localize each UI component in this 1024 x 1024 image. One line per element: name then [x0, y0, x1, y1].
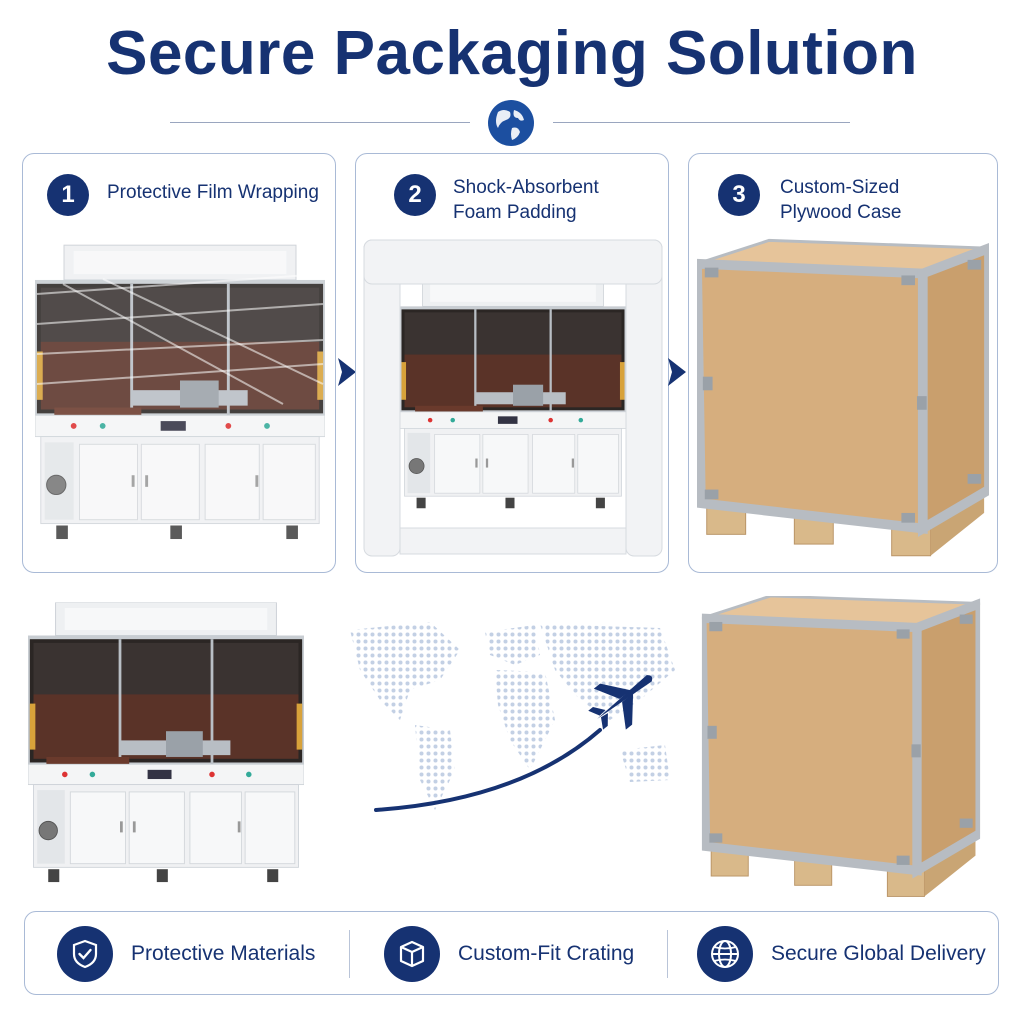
step-label: Custom-Sized Plywood Case: [780, 175, 901, 225]
film-wrapped-machine-image: [35, 240, 325, 550]
feature-protective-materials: Protective Materials: [57, 912, 315, 996]
step-card-foam-padding: 2 Shock-Absorbent Foam Padding: [355, 153, 669, 573]
feature-custom-fit-crating: Custom-Fit Crating: [384, 912, 634, 996]
step-label-line: Plywood Case: [780, 202, 902, 223]
title-divider-left: [170, 122, 470, 123]
step-label: Protective Film Wrapping: [107, 182, 319, 203]
shield-check-icon: [57, 926, 113, 982]
step-number-badge: 2: [394, 174, 436, 216]
flight-path: [374, 728, 602, 812]
title-divider-right: [553, 122, 850, 123]
step-label-line: Foam Padding: [453, 202, 577, 223]
foam-padded-machine-image: [363, 239, 663, 557]
step-label: Shock-Absorbent Foam Padding: [453, 175, 599, 225]
step-card-plywood-case: 3 Custom-Sized Plywood Case: [688, 153, 998, 573]
features-bar: Protective Materials Custom-Fit Crating …: [24, 911, 999, 995]
feature-secure-global-delivery: Secure Global Delivery: [697, 912, 986, 996]
chevron-right-icon: [668, 358, 686, 386]
step-card-film-wrapping: 1 Protective Film Wrapping: [22, 153, 336, 573]
globe-icon: [697, 926, 753, 982]
chevron-right-icon: [338, 358, 356, 386]
box-icon: [384, 926, 440, 982]
airplane-icon: [588, 675, 653, 730]
world-map: [350, 622, 675, 810]
globe-icon: [488, 100, 534, 146]
step-number-badge: 1: [47, 174, 89, 216]
feature-label: Secure Global Delivery: [771, 942, 986, 965]
page-title: Secure Packaging Solution: [106, 19, 918, 88]
step-label-line: Shock-Absorbent: [453, 177, 599, 198]
feature-label: Protective Materials: [131, 942, 316, 965]
feature-separator: [667, 930, 668, 978]
feature-separator: [349, 930, 350, 978]
step-label-line: Custom-Sized: [780, 177, 900, 198]
unpacked-machine-image: [28, 602, 304, 884]
step-number-badge: 3: [718, 174, 760, 216]
shipped-crate-image: [686, 596, 996, 902]
feature-label: Custom-Fit Crating: [458, 942, 635, 965]
plywood-crate-image: [689, 154, 998, 573]
